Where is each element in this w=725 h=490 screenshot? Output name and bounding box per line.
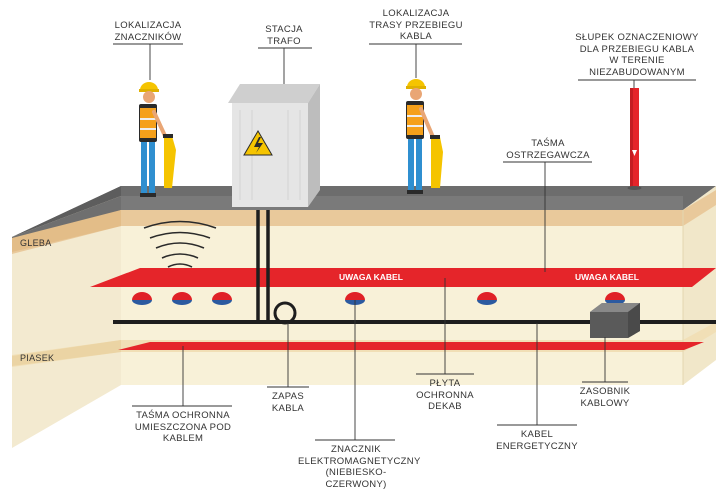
label-kabel: KABEL ENERGETYCZNY	[496, 429, 578, 452]
worker-marker-locator	[139, 82, 176, 197]
marker-5	[477, 292, 497, 305]
label-lokalizacja-trasy: LOKALIZACJA TRASY PRZEBIEGU KABLA	[369, 8, 463, 42]
label-lokalizacja-znacznikow: LOKALIZACJA ZNACZNIKÓW	[114, 20, 182, 43]
marker-1	[132, 292, 152, 305]
ground-left-face	[12, 196, 121, 448]
label-zapas-kabla: ZAPAS KABLA	[271, 391, 305, 414]
label-slupek: SŁUPEK OZNACZENIOWY DLA PRZEBIEGU KABLA …	[575, 32, 699, 78]
marker-3	[212, 292, 232, 305]
marker-post	[627, 88, 642, 190]
cable-reserve-loop	[273, 301, 297, 325]
label-tasma-ostrzegawcza: TAŚMA OSTRZEGAWCZA	[506, 138, 590, 161]
marker-2	[172, 292, 192, 305]
warning-tape-text-right: UWAGA KABEL	[575, 272, 639, 282]
protective-tape-bottom	[118, 342, 704, 350]
label-stacja-trafo: STACJA TRAFO	[265, 24, 303, 47]
warning-tape-top	[90, 268, 716, 287]
layer-label-gleba: GLEBA	[20, 238, 52, 248]
warning-tape-text-left: UWAGA KABEL	[339, 272, 403, 282]
label-znacznik: ZNACZNIK ELEKTROMAGNETYCZNY (NIEBIESKO-C…	[298, 444, 421, 490]
label-plyta: PŁYTA OCHRONNA DEKAB	[416, 378, 474, 412]
worker-route-locator	[406, 79, 443, 194]
signal-waves-icon	[143, 220, 217, 268]
gleba-band	[12, 190, 716, 254]
ground-front-face	[121, 196, 683, 385]
cable-joint-box	[590, 303, 640, 338]
label-zasobnik: ZASOBNIK KABLOWY	[579, 386, 631, 409]
transformer-station	[228, 84, 320, 207]
label-tasma-ochronna: TAŚMA OCHRONNA UMIESZCZONA POD KABLEM	[134, 410, 232, 444]
layer-label-piasek: PIASEK	[20, 353, 55, 363]
